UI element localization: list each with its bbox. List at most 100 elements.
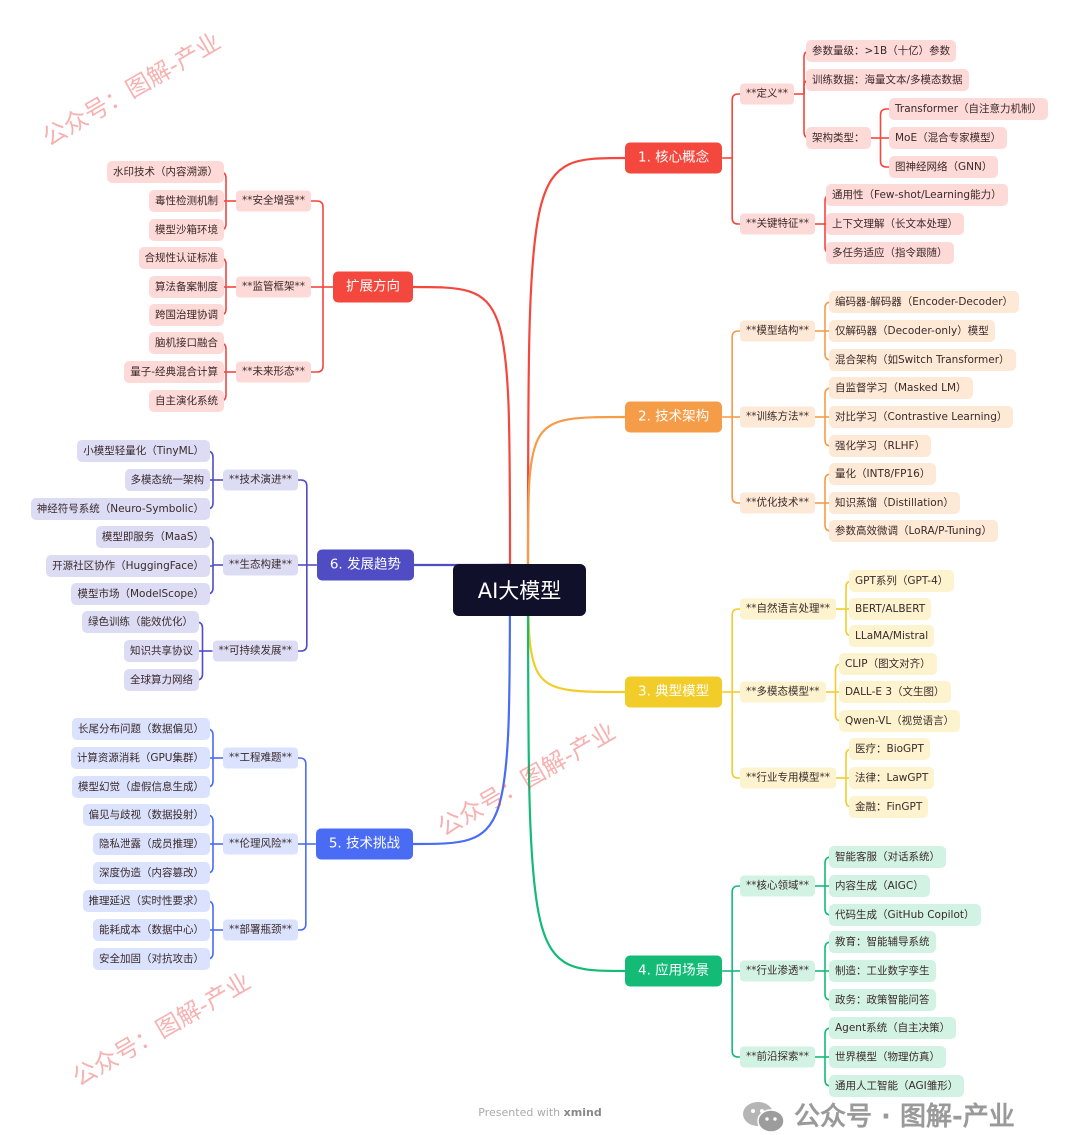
leaf-topic[interactable]: 合规性认证标准	[138, 247, 224, 269]
main-topic[interactable]: 1. 核心概念	[625, 142, 723, 174]
leaf-topic[interactable]: BERT/ALBERT	[849, 598, 932, 620]
leaf-topic[interactable]: 算法备案制度	[149, 276, 224, 298]
leaf-topic[interactable]: 推理延迟（实时性要求）	[82, 890, 210, 912]
subtopic[interactable]: **多模态模型**	[740, 681, 826, 703]
leaf-topic[interactable]: Qwen-VL（视觉语言）	[839, 710, 961, 732]
xmind-brand: xmind	[563, 1106, 602, 1119]
subtopic[interactable]: **模型结构**	[740, 320, 815, 342]
subtopic[interactable]: **行业渗透**	[740, 960, 815, 982]
leaf-topic[interactable]: MoE（混合专家模型）	[889, 127, 1008, 149]
subtopic[interactable]: **安全增强**	[236, 190, 311, 212]
leaf-topic[interactable]: GPT系列（GPT-4）	[849, 570, 955, 592]
main-topic[interactable]: 5. 技术挑战	[315, 828, 413, 860]
branch-connector	[526, 563, 626, 973]
connector	[298, 844, 307, 931]
leaf-topic[interactable]: 医疗：BioGPT	[849, 738, 930, 760]
leaf-topic[interactable]: 水印技术（内容溯源）	[107, 161, 224, 183]
leaf-topic[interactable]: DALL-E 3（文生图）	[839, 681, 951, 703]
leaf-topic[interactable]: 多任务适应（指令跟随）	[826, 242, 954, 264]
leaf-topic[interactable]: 混合架构（如Switch Transformer）	[829, 349, 1016, 371]
connector	[879, 108, 889, 138]
main-topic[interactable]: 3. 典型模型	[625, 676, 723, 708]
leaf-topic[interactable]: 长尾分布问题（数据偏见）	[72, 718, 210, 740]
leaf-topic[interactable]: 政务：政策智能问答	[829, 989, 936, 1011]
main-topic[interactable]: 2. 技术架构	[625, 401, 723, 433]
central-topic[interactable]: AI大模型	[453, 564, 586, 616]
leaf-topic[interactable]: 金融：FinGPT	[849, 796, 929, 818]
subtopic[interactable]: **训练方法**	[740, 406, 815, 428]
leaf-topic[interactable]: 毒性检测机制	[149, 190, 224, 212]
leaf-topic[interactable]: 智能客服（对话系统）	[829, 846, 946, 868]
subtopic[interactable]: **生态构建**	[223, 554, 298, 576]
leaf-topic[interactable]: 图神经网络（GNN）	[889, 156, 999, 178]
leaf-topic[interactable]: 小模型轻量化（TinyML）	[77, 440, 210, 462]
subtopic[interactable]: **自然语言处理**	[740, 598, 836, 620]
subtopic[interactable]: **工程难题**	[223, 747, 298, 769]
subtopic[interactable]: **前沿探索**	[740, 1046, 815, 1068]
leaf-topic[interactable]: 自主演化系统	[149, 390, 224, 412]
leaf-topic[interactable]: 开源社区协作（HuggingFace）	[46, 555, 210, 577]
leaf-topic[interactable]: 教育：智能辅导系统	[829, 931, 936, 953]
leaf-topic[interactable]: 模型沙箱环境	[149, 219, 224, 241]
leaf-topic[interactable]: 编码器-解码器（Encoder-Decoder）	[829, 291, 1020, 313]
leaf-topic[interactable]: 自监督学习（Masked LM）	[829, 377, 973, 399]
leaf-topic[interactable]: LLaMA/Mistral	[849, 625, 935, 647]
leaf-topic[interactable]: 训练数据：海量文本/多模态数据	[806, 69, 969, 91]
leaf-topic[interactable]: 世界模型（物理仿真）	[829, 1046, 946, 1068]
leaf-topic[interactable]: 绿色训练（能效优化）	[82, 611, 199, 633]
leaf-topic[interactable]: 法律：LawGPT	[849, 767, 935, 789]
leaf-topic[interactable]: 知识蒸馏（Distillation）	[829, 492, 960, 514]
leaf-topic[interactable]: 神经符号系统（Neuro-Symbolic）	[30, 498, 210, 520]
main-topic[interactable]: 6. 发展趋势	[316, 549, 414, 581]
leaf-topic[interactable]: CLIP（图文对齐）	[839, 653, 937, 675]
leaf-topic[interactable]: 仅解码器（Decoder-only）模型	[829, 320, 995, 342]
subtopic[interactable]: **部署瓶颈**	[223, 919, 298, 941]
subtopic[interactable]: **核心领域**	[740, 875, 815, 897]
subtopic[interactable]: **技术演进**	[223, 469, 298, 491]
leaf-topic[interactable]: 模型市场（ModelScope）	[71, 583, 210, 605]
leaf-topic[interactable]: 上下文理解（长文本处理）	[826, 213, 964, 235]
subtopic[interactable]: **监管框架**	[236, 276, 311, 298]
leaf-topic[interactable]: 脑机接口融合	[149, 332, 224, 354]
leaf-topic[interactable]: Agent系统（自主决策）	[829, 1017, 957, 1039]
leaf-topic[interactable]: 深度伪造（内容篡改）	[93, 862, 210, 884]
leaf-topic[interactable]: 模型即服务（MaaS）	[95, 526, 210, 548]
subtopic[interactable]: **关键特征**	[740, 213, 815, 235]
subtopic[interactable]: **可持续发展**	[212, 640, 298, 662]
leaf-topic[interactable]: 架构类型：	[806, 127, 871, 149]
leaf-topic[interactable]: 对比学习（Contrastive Learning）	[829, 406, 1014, 428]
subtopic[interactable]: **优化技术**	[740, 492, 815, 514]
leaf-topic[interactable]: 通用性（Few-shot/Learning能力）	[826, 184, 1008, 206]
leaf-topic[interactable]: 代码生成（GitHub Copilot）	[829, 904, 981, 926]
subtopic[interactable]: **伦理风险**	[223, 833, 298, 855]
leaf-topic[interactable]: 量子-经典混合计算	[124, 361, 224, 383]
leaf-topic[interactable]: 参数量级：>1B（十亿）参数	[806, 40, 957, 62]
leaf-topic[interactable]: 模型幻觉（虚假信息生成）	[72, 776, 210, 798]
connector	[298, 565, 308, 652]
leaf-topic[interactable]: 制造：工业数字孪生	[829, 960, 936, 982]
subtopic[interactable]: **未来形态**	[236, 361, 311, 383]
leaf-topic[interactable]: 知识共享协议	[124, 640, 199, 662]
main-topic[interactable]: 扩展方向	[333, 271, 413, 303]
leaf-topic[interactable]: 参数高效微调（LoRA/P-Tuning）	[829, 520, 998, 542]
leaf-topic[interactable]: 隐私泄露（成员推理）	[93, 833, 210, 855]
leaf-topic[interactable]: 强化学习（RLHF）	[829, 435, 932, 457]
leaf-topic[interactable]: 计算资源消耗（GPU集群）	[70, 747, 210, 769]
leaf-topic[interactable]: 量化（INT8/FP16）	[829, 463, 937, 485]
leaf-topic[interactable]: 安全加固（对抗攻击）	[93, 948, 210, 970]
leaf-topic[interactable]: 跨国治理协调	[149, 304, 224, 326]
connector	[879, 138, 889, 168]
leaf-topic[interactable]: 多模态统一架构	[124, 469, 210, 491]
subtopic[interactable]: **定义**	[740, 83, 794, 105]
leaf-topic[interactable]: 内容生成（AIGC）	[829, 875, 930, 897]
leaf-topic[interactable]: 通用人工智能（AGI雏形）	[829, 1075, 965, 1097]
connector	[311, 200, 324, 287]
main-topic[interactable]: 4. 应用场景	[625, 955, 723, 987]
leaf-topic[interactable]: 偏见与歧视（数据投射）	[82, 804, 210, 826]
leaf-topic[interactable]: 全球算力网络	[124, 669, 199, 691]
branch-connector	[412, 563, 512, 846]
subtopic[interactable]: **行业专用模型**	[740, 767, 836, 789]
leaf-topic[interactable]: Transformer（自注意力机制）	[889, 98, 1049, 120]
branch-connector	[526, 156, 626, 565]
leaf-topic[interactable]: 能耗成本（数据中心）	[93, 919, 210, 941]
